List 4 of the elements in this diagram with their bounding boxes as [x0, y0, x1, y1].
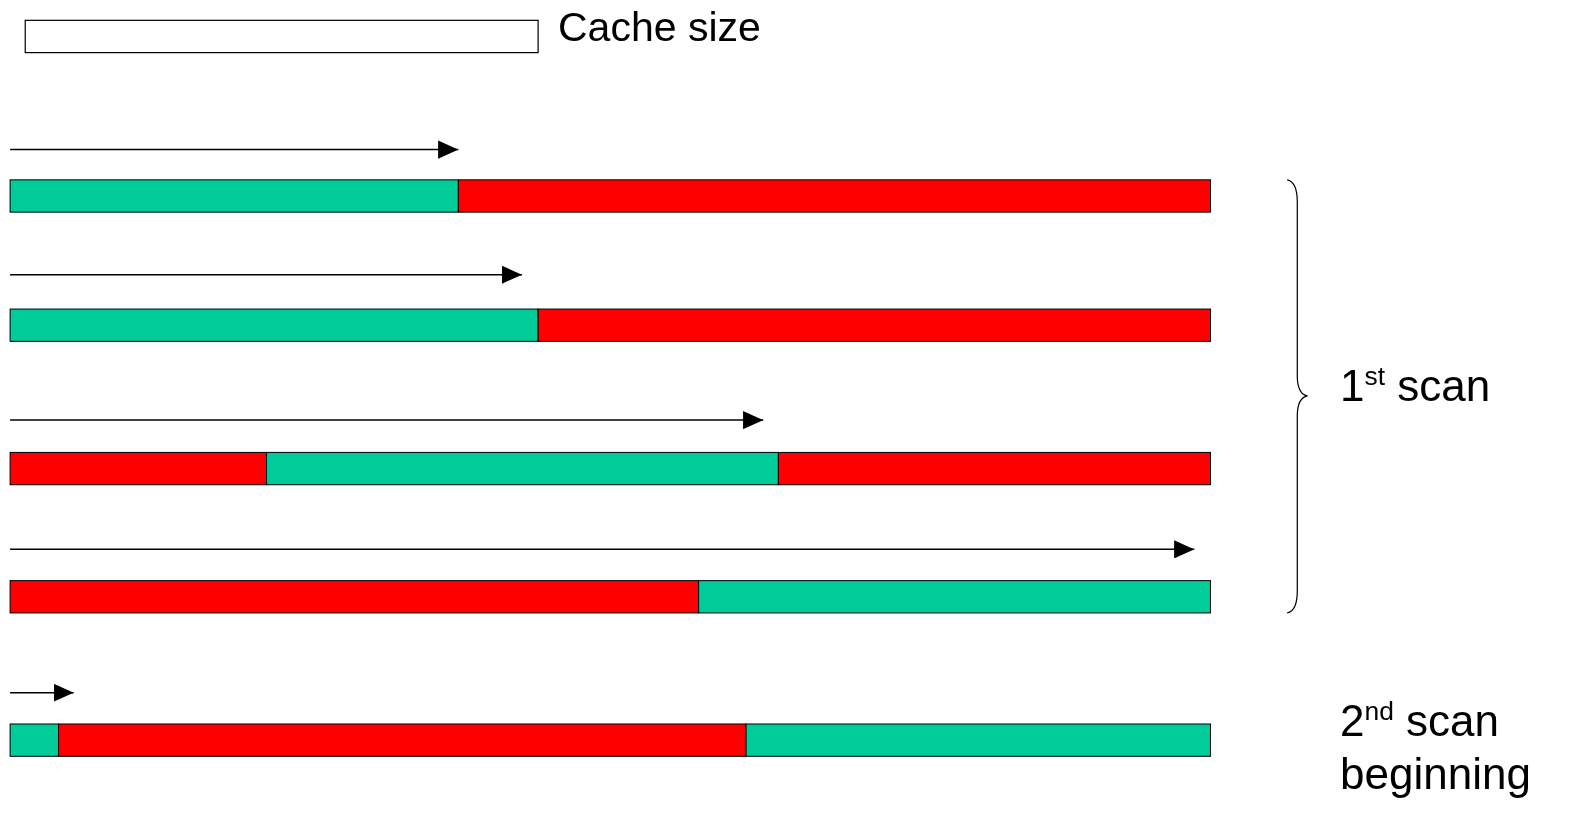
- scan-label: 2$^{nd}$ scan beginning: [1340, 695, 1532, 800]
- scan-label: 1$^{st}$ scan: [1340, 360, 1492, 412]
- cache-size-bar: [24, 19, 539, 54]
- cache-size-label: Cache size: [558, 3, 761, 52]
